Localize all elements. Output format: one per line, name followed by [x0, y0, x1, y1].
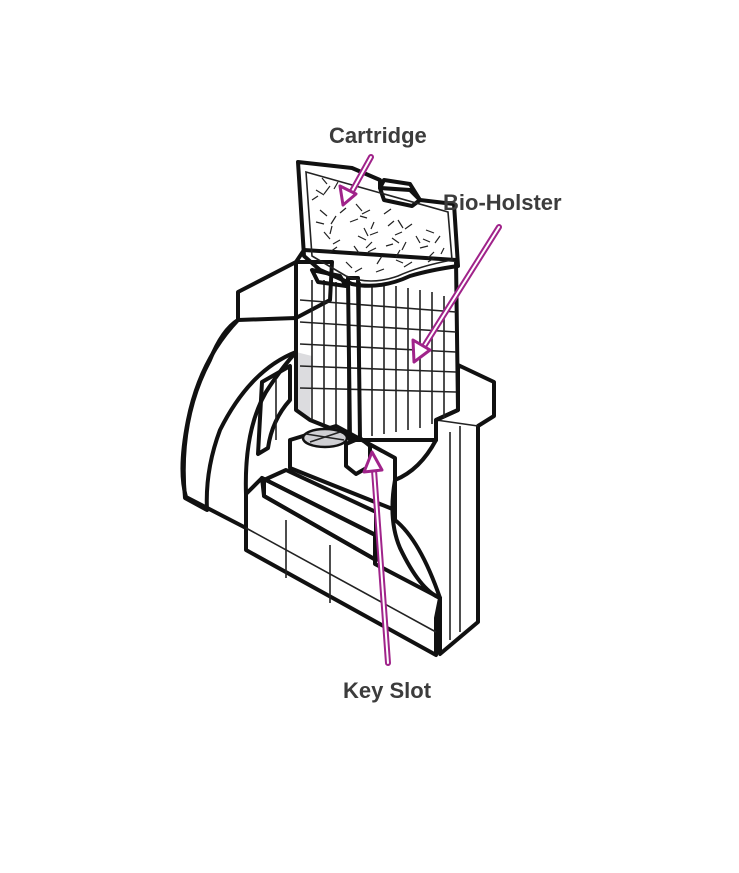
- chamber-shadow: [296, 352, 312, 420]
- housing-right-wall: [393, 363, 496, 656]
- bio-holster-label: Bio-Holster: [443, 190, 562, 215]
- cartridge: [296, 160, 460, 288]
- key-slot-label: Key Slot: [343, 678, 432, 703]
- filter-housing: [180, 260, 496, 657]
- bio-holster-body: [294, 248, 460, 442]
- sponge-texture: [311, 177, 445, 273]
- cartridge-arrow: [338, 154, 374, 207]
- housing-curved-side: [180, 316, 298, 530]
- housing-front-notch: [390, 478, 442, 600]
- bio-holster-arrow: [411, 224, 502, 364]
- key-slot-arrow: [362, 450, 391, 666]
- impeller-disc: [301, 427, 349, 449]
- cartridge-label: Cartridge: [329, 123, 427, 148]
- callout-arrows: [338, 154, 502, 666]
- holster-ribs: [311, 280, 445, 436]
